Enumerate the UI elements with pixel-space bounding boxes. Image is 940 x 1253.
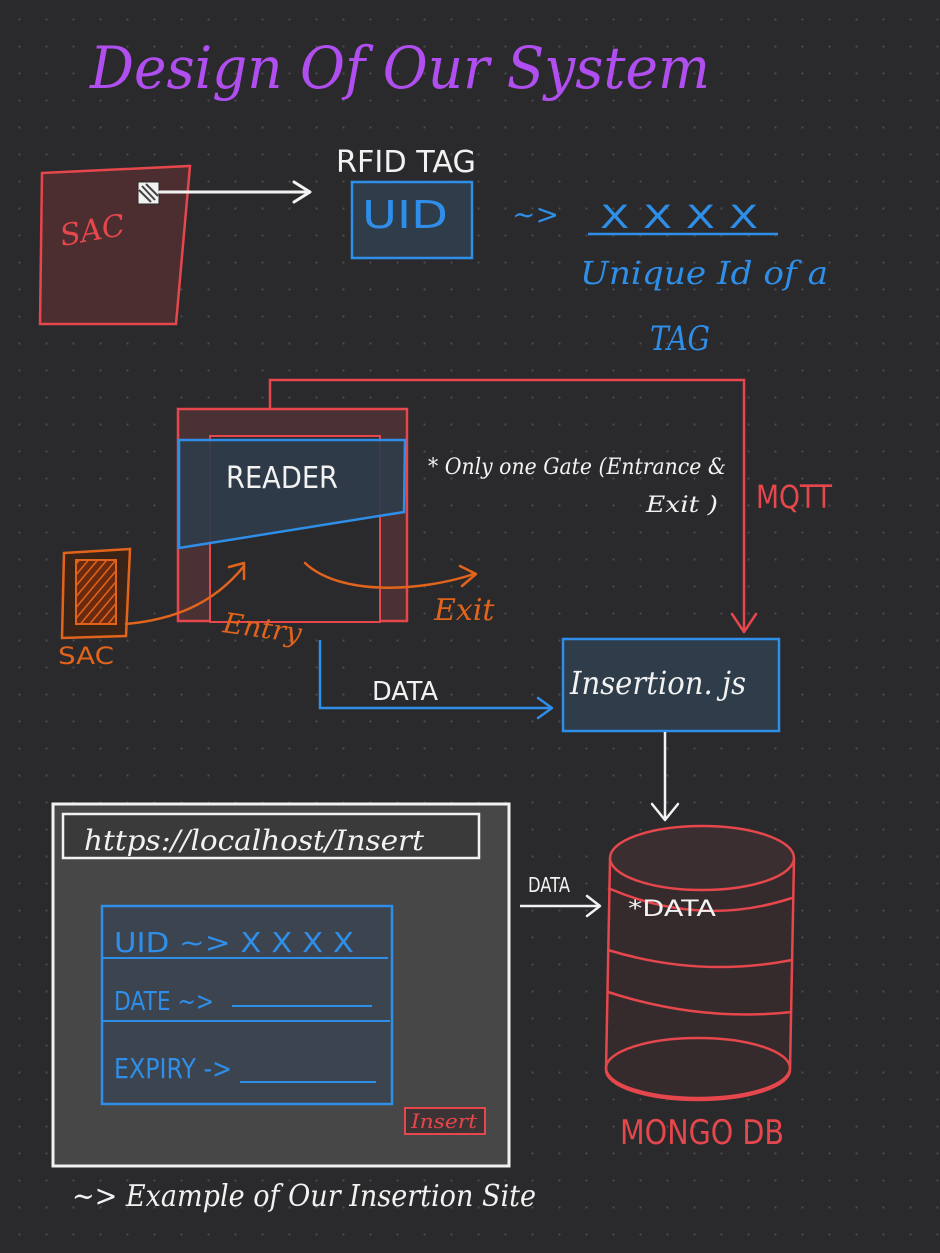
database-cylinder-icon	[604, 824, 796, 1102]
url-text: https://localhost/Insert	[84, 824, 425, 857]
insertion-js-label: Insertion. js	[569, 664, 746, 702]
db-name-label: MONGO DB	[620, 1113, 784, 1153]
chip-icon	[137, 181, 160, 205]
reader-box: READER	[177, 438, 407, 550]
insert-button[interactable]: Insert	[404, 1107, 486, 1135]
exit-label: Exit	[433, 593, 495, 628]
uid-box-label: UID	[362, 193, 448, 237]
uid-value: X X X X	[600, 198, 758, 236]
site-caption: ~> Example of Our Insertion Site	[72, 1179, 536, 1214]
insertion-site-mockup: https://localhost/Insert UID ~> X X X X …	[51, 802, 511, 1168]
uid-note-line1: Unique Id of a	[580, 254, 828, 292]
mqtt-connection-arrow	[268, 378, 758, 634]
entry-arrow	[124, 561, 246, 626]
sac-card: SAC	[38, 164, 192, 326]
form-date-row: DATE ~>	[114, 987, 214, 1017]
mqtt-label: MQTT	[756, 478, 832, 516]
insertion-js-box: Insertion. js	[561, 637, 781, 733]
diagram-title: Design Of Our System	[89, 34, 710, 102]
reader-label: READER	[226, 461, 338, 496]
uid-note-line2: TAG	[650, 319, 710, 359]
data-arrow	[318, 640, 554, 720]
exit-arrow	[303, 561, 478, 589]
site-data-label: DATA	[528, 873, 570, 897]
uid-tilde-arrow: ~>	[512, 198, 559, 231]
uid-box: UID	[350, 180, 474, 260]
gate-note-line2: Exit )	[645, 493, 718, 518]
sac-hatched-label: SAC	[58, 642, 114, 670]
site-to-db-arrow	[520, 894, 602, 918]
insertion-to-db-arrow	[650, 732, 680, 822]
card-to-tag-arrow	[158, 180, 312, 204]
form-uid-row: UID ~> X X X X	[114, 926, 354, 959]
sac-card-hatched	[60, 547, 132, 640]
rfid-tag-heading: RFID TAG	[336, 145, 476, 180]
url-bar	[61, 812, 481, 860]
db-data-label: *DATA	[628, 897, 716, 922]
insert-button-label: Insert	[410, 1109, 478, 1133]
data-label: DATA	[372, 677, 438, 707]
gate-note-line1: * Only one Gate (Entrance &	[428, 455, 726, 480]
form-expiry-row: EXPIRY ->	[114, 1052, 232, 1085]
